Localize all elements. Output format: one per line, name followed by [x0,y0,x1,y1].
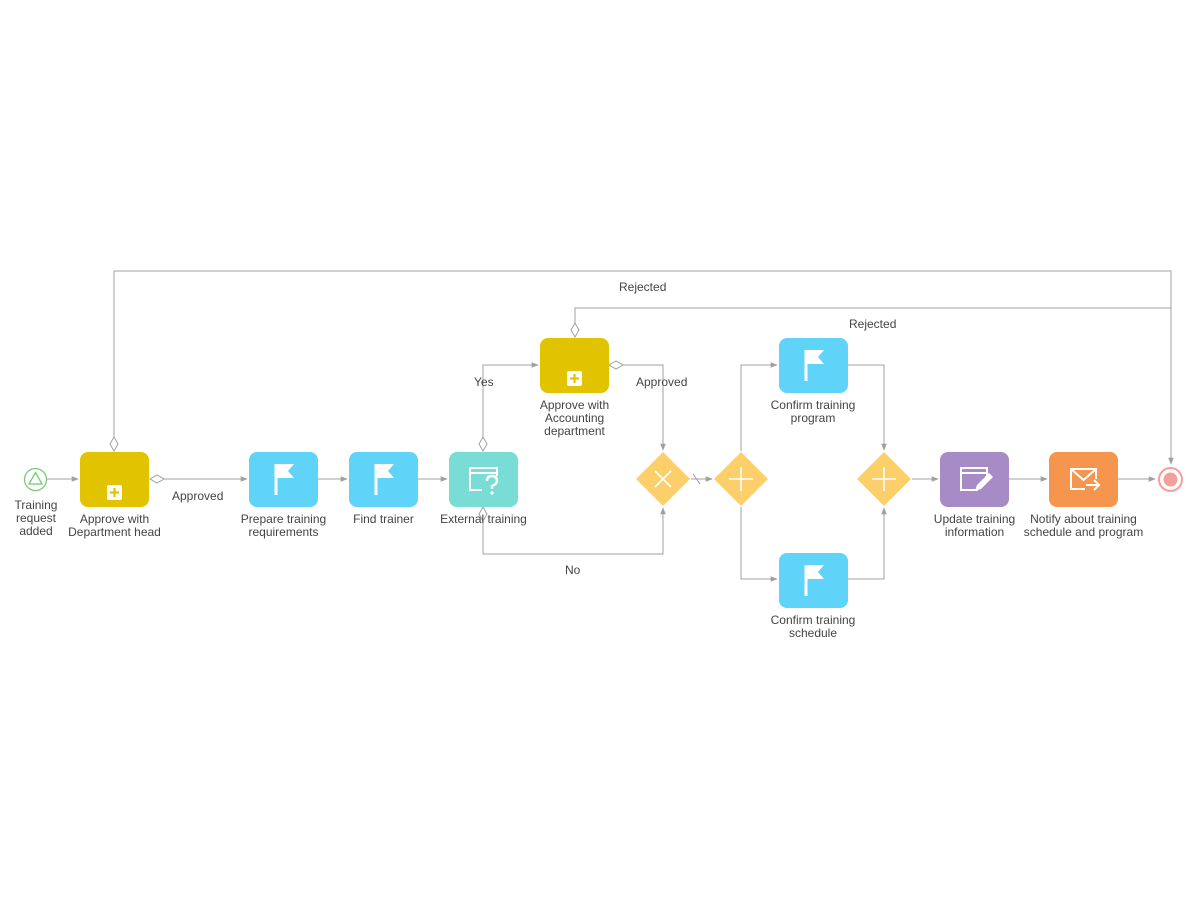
end-circle-icon [1158,467,1183,492]
flow-program-to-join[interactable] [847,364,887,451]
conditional-flow-marker [478,435,488,453]
task-external-training-label: External training [440,512,527,526]
task-prepare-training-requirements-label: Prepare training requirements [240,512,327,539]
email-send-icon [1070,468,1101,491]
end-event[interactable] [1157,466,1184,498]
flow-approved-to-exclusive-gateway[interactable] [623,364,666,451]
flow-label-approved: Approved [172,489,224,503]
default-flow-marker [692,473,701,485]
conditional-flow-marker [478,505,488,523]
flag-icon [374,464,394,495]
flow-split-to-confirm-schedule[interactable] [740,507,778,582]
flow-split-to-confirm-program[interactable] [740,362,778,451]
parallel-split-gateway[interactable] [713,451,769,507]
edit-page-icon [960,467,993,491]
flag-icon [274,464,294,495]
task-update-training-information[interactable] [940,452,1009,507]
exclusive-gateway[interactable] [635,451,691,507]
plus-icon [857,452,911,506]
flag-icon [804,350,824,381]
subprocess-plus-icon [107,485,122,500]
flow-yes-to-approve-accounting[interactable] [482,362,539,445]
task-confirm-training-program-label: Confirm training program [770,398,856,425]
flow-label-no: No [565,563,581,577]
conditional-flow-marker [148,474,166,484]
subprocess-plus-icon [567,371,582,386]
task-approve-accounting-label: Approve with Accounting department [539,398,610,438]
task-confirm-training-schedule-label: Confirm training schedule [770,613,856,640]
flow-no-to-exclusive-gateway[interactable] [482,507,666,555]
flag-icon [804,565,824,596]
flow-label-rejected: Rejected [619,280,667,294]
x-icon [636,452,690,506]
task-approve-department-head-label: Approve with Department head [68,512,161,539]
task-notify-schedule-program-label: Notify about training schedule and progr… [1023,512,1144,539]
start-event[interactable] [23,467,48,497]
flow-rejected-dept-to-end[interactable] [113,270,1174,465]
triangle-icon [23,467,48,492]
plus-icon [714,452,768,506]
task-confirm-training-program[interactable] [779,338,848,393]
conditional-flow-marker [109,435,119,453]
flow-schedule-to-join[interactable] [847,507,887,580]
task-external-training[interactable] [449,452,518,507]
task-approve-accounting[interactable] [540,338,609,393]
flow-label-approved: Approved [636,375,688,389]
task-find-trainer-label: Find trainer [353,512,414,526]
task-notify-schedule-program[interactable] [1049,452,1118,507]
task-update-training-information-label: Update training information [933,512,1016,539]
task-prepare-training-requirements[interactable] [249,452,318,507]
start-event-label: Training request added [14,498,58,538]
conditional-flow-marker [570,321,580,339]
task-approve-department-head[interactable] [80,452,149,507]
conditional-flow-marker [607,360,625,370]
flow-label-rejected: Rejected [849,317,897,331]
parallel-join-gateway[interactable] [856,451,912,507]
task-find-trainer[interactable] [349,452,418,507]
flow-label-yes: Yes [474,375,494,389]
question-window-icon [469,467,499,495]
task-confirm-training-schedule[interactable] [779,553,848,608]
